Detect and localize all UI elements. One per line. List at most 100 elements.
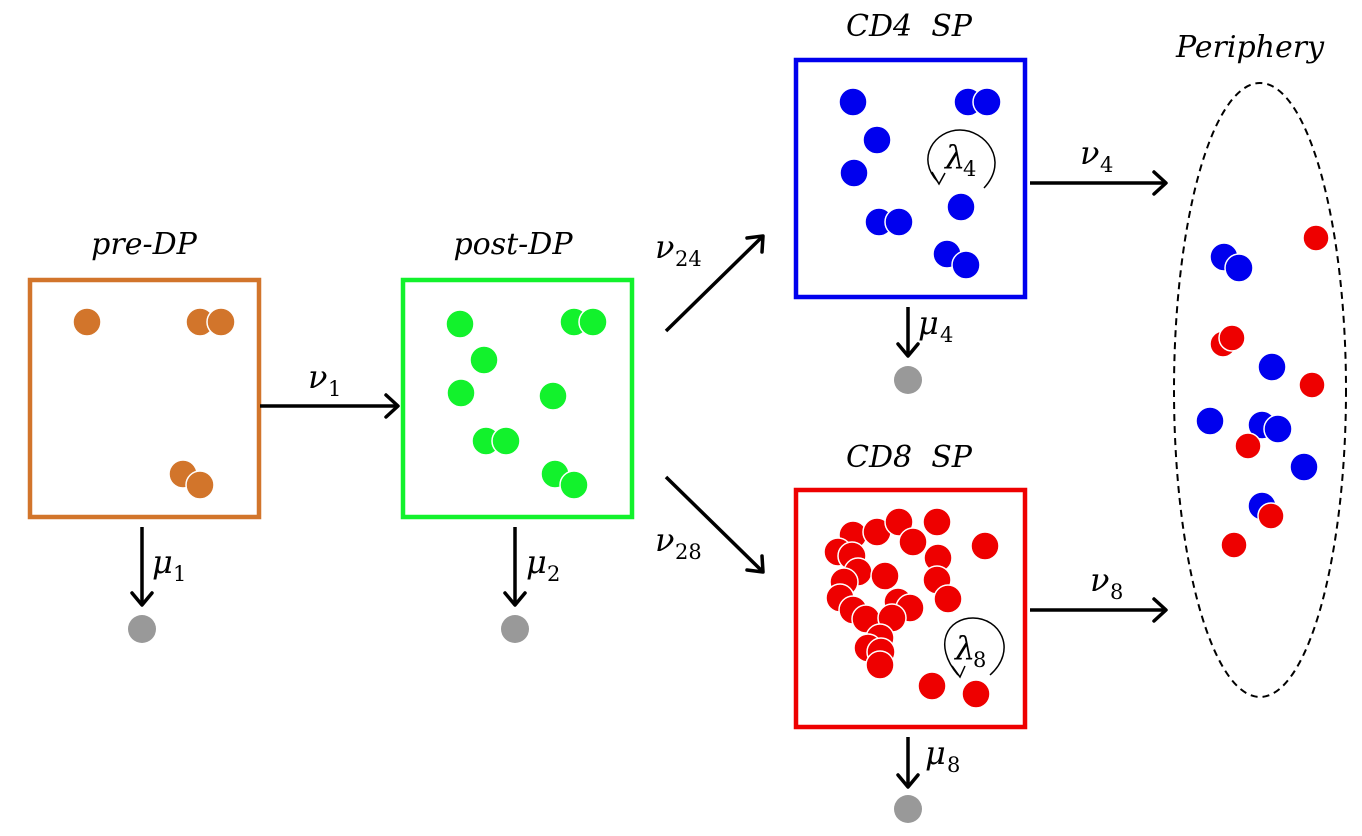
svg-text:8: 8 bbox=[1110, 580, 1123, 604]
cell bbox=[1195, 406, 1225, 436]
cell bbox=[538, 381, 568, 411]
cell bbox=[185, 470, 215, 500]
cell bbox=[865, 650, 895, 680]
cell bbox=[922, 507, 952, 537]
post-dp-title: post-DP bbox=[453, 227, 573, 262]
cell bbox=[559, 470, 589, 500]
svg-text:24: 24 bbox=[675, 247, 702, 271]
death-marker-pre-dp bbox=[128, 615, 156, 643]
arrow-nu1 bbox=[260, 393, 400, 419]
svg-text:μ: μ bbox=[526, 543, 547, 581]
cell bbox=[445, 309, 475, 339]
arrow-nu4 bbox=[1030, 170, 1168, 196]
cd4-sp-title: CD4 SP bbox=[846, 9, 973, 44]
svg-text:μ: μ bbox=[918, 304, 939, 342]
cell bbox=[946, 192, 976, 222]
arrow-mu2 bbox=[503, 527, 527, 607]
svg-text:μ: μ bbox=[925, 734, 946, 772]
post-dp-box bbox=[400, 277, 635, 520]
cell bbox=[446, 378, 476, 408]
cd8-sp-title: CD8 SP bbox=[846, 440, 973, 475]
arrow-mu1 bbox=[130, 527, 154, 607]
cd4-sp-box bbox=[793, 57, 1028, 300]
cell bbox=[206, 307, 236, 337]
cell bbox=[917, 671, 947, 701]
svg-text:1: 1 bbox=[173, 562, 186, 586]
death-marker-cd8 bbox=[894, 795, 922, 823]
loop-lambda4 bbox=[927, 129, 996, 189]
svg-text:4: 4 bbox=[1100, 153, 1113, 177]
cell bbox=[870, 561, 900, 591]
periphery-cells bbox=[1195, 224, 1330, 559]
cell bbox=[1257, 352, 1287, 382]
arrow-nu28 bbox=[664, 475, 765, 574]
loop-lambda8 bbox=[944, 617, 1005, 679]
cd8-sp-cells bbox=[823, 507, 1000, 709]
cell bbox=[1298, 371, 1326, 399]
cell bbox=[469, 345, 499, 375]
death-marker-cd4 bbox=[894, 366, 922, 394]
label-nu24: ν 24 bbox=[655, 228, 702, 271]
periphery-title: Periphery bbox=[1175, 30, 1325, 65]
svg-text:8: 8 bbox=[947, 753, 960, 777]
death-marker-post-dp bbox=[501, 615, 529, 643]
svg-text:λ: λ bbox=[953, 629, 975, 667]
pre-dp-cells bbox=[72, 307, 236, 500]
arrow-nu24 bbox=[664, 234, 765, 333]
label-nu1: ν 1 bbox=[308, 358, 341, 401]
arrow-mu8 bbox=[896, 737, 920, 789]
svg-text:8: 8 bbox=[973, 648, 986, 672]
cell bbox=[972, 87, 1002, 117]
svg-text:2: 2 bbox=[547, 562, 560, 586]
svg-text:4: 4 bbox=[940, 323, 953, 347]
cd4-sp-cells bbox=[838, 87, 1002, 280]
periphery-ellipse bbox=[1173, 82, 1347, 698]
cell bbox=[1257, 502, 1285, 530]
cell bbox=[491, 426, 521, 456]
svg-text:ν: ν bbox=[655, 521, 674, 559]
pre-dp-title: pre-DP bbox=[91, 227, 197, 262]
cell bbox=[1263, 414, 1293, 444]
cell bbox=[970, 531, 1000, 561]
cell bbox=[1302, 224, 1330, 252]
arrow-mu4 bbox=[896, 307, 920, 358]
pre-dp-box bbox=[27, 277, 262, 520]
label-mu4: μ 4 bbox=[918, 304, 953, 347]
label-mu1: μ 1 bbox=[152, 543, 186, 586]
label-nu28: ν 28 bbox=[655, 521, 702, 564]
label-mu8: μ 8 bbox=[925, 734, 960, 777]
svg-text:ν: ν bbox=[1090, 561, 1109, 599]
svg-text:ν: ν bbox=[308, 358, 327, 396]
cell bbox=[1289, 452, 1319, 482]
cell bbox=[1220, 531, 1248, 559]
svg-text:1: 1 bbox=[328, 377, 341, 401]
arrow-nu8 bbox=[1030, 597, 1168, 623]
cell bbox=[838, 87, 868, 117]
cell bbox=[1234, 432, 1262, 460]
post-dp-cells bbox=[445, 307, 608, 500]
label-lambda4: λ 4 bbox=[943, 138, 976, 181]
svg-text:λ: λ bbox=[943, 138, 965, 176]
label-lambda8: λ 8 bbox=[953, 629, 986, 672]
cell bbox=[884, 207, 914, 237]
cell bbox=[884, 507, 914, 537]
cell bbox=[862, 125, 892, 155]
cell bbox=[578, 307, 608, 337]
svg-text:28: 28 bbox=[675, 540, 702, 564]
svg-text:μ: μ bbox=[152, 543, 173, 581]
cell bbox=[898, 527, 928, 557]
label-nu8: ν 8 bbox=[1090, 561, 1123, 604]
svg-text:ν: ν bbox=[655, 228, 674, 266]
cell bbox=[839, 158, 869, 188]
cell bbox=[951, 250, 981, 280]
cell bbox=[961, 679, 991, 709]
label-nu4: ν 4 bbox=[1080, 134, 1113, 177]
cell bbox=[1224, 253, 1254, 283]
svg-text:4: 4 bbox=[963, 157, 976, 181]
cd8-sp-box bbox=[793, 487, 1028, 730]
label-mu2: μ 2 bbox=[526, 543, 560, 586]
svg-text:ν: ν bbox=[1080, 134, 1099, 172]
cell bbox=[1218, 324, 1246, 352]
cell bbox=[933, 584, 963, 614]
